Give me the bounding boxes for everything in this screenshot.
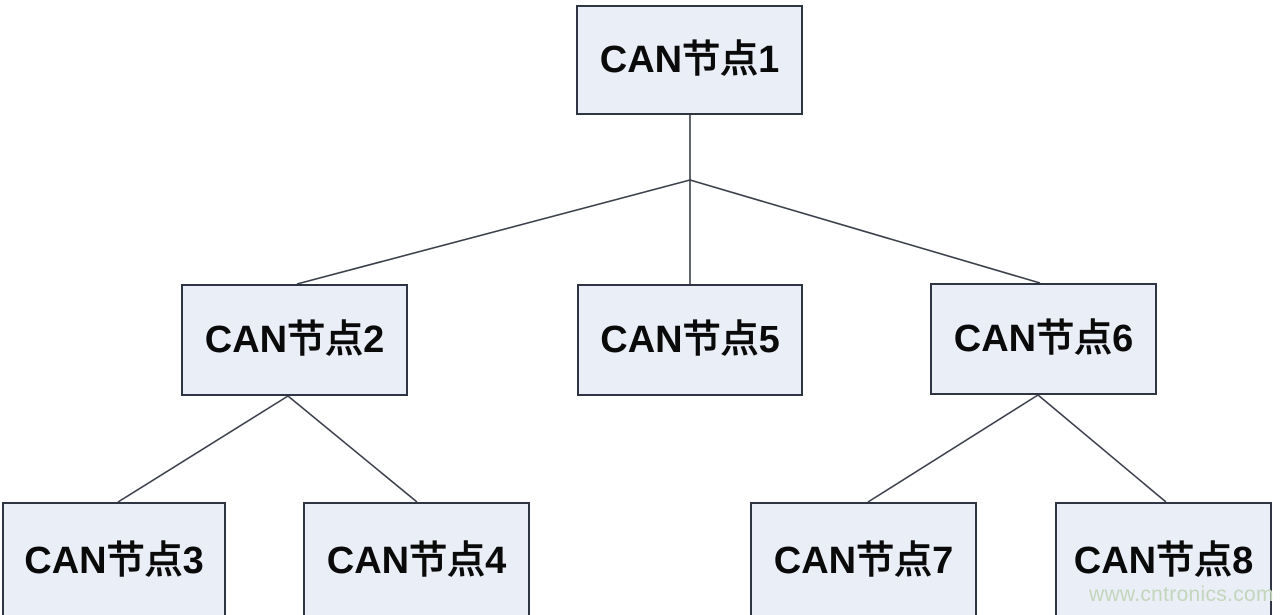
node-label-can-1: CAN节点1: [599, 39, 780, 81]
node-label-can-6: CAN节点6: [953, 318, 1134, 360]
node-can-4[interactable]: CAN节点4: [303, 502, 530, 615]
node-can-1[interactable]: CAN节点1: [576, 5, 803, 115]
edge-node6-node7: [867, 394, 1039, 503]
node-can-5[interactable]: CAN节点5: [577, 284, 803, 396]
node-label-can-2: CAN节点2: [204, 319, 385, 361]
site-watermark: www.cntronics.com: [1089, 583, 1274, 606]
node-label-can-8: CAN节点8: [1073, 540, 1254, 582]
node-can-6[interactable]: CAN节点6: [930, 283, 1157, 395]
edge-node6-node8: [1037, 394, 1167, 503]
node-can-7[interactable]: CAN节点7: [750, 502, 977, 615]
node-label-can-7: CAN节点7: [773, 540, 954, 582]
node-label-can-3: CAN节点3: [24, 540, 204, 582]
edge-junction-node2: [296, 179, 691, 285]
node-can-3[interactable]: CAN节点3: [2, 502, 226, 615]
edge-node2-node3: [117, 395, 289, 503]
node-label-can-5: CAN节点5: [600, 319, 780, 361]
node-can-8[interactable]: CAN节点8: [1055, 502, 1272, 615]
edge-node2-node4: [287, 395, 418, 503]
edge-junction-node6: [689, 179, 1041, 284]
node-can-2[interactable]: CAN节点2: [181, 284, 408, 396]
node-label-can-4: CAN节点4: [326, 540, 507, 582]
